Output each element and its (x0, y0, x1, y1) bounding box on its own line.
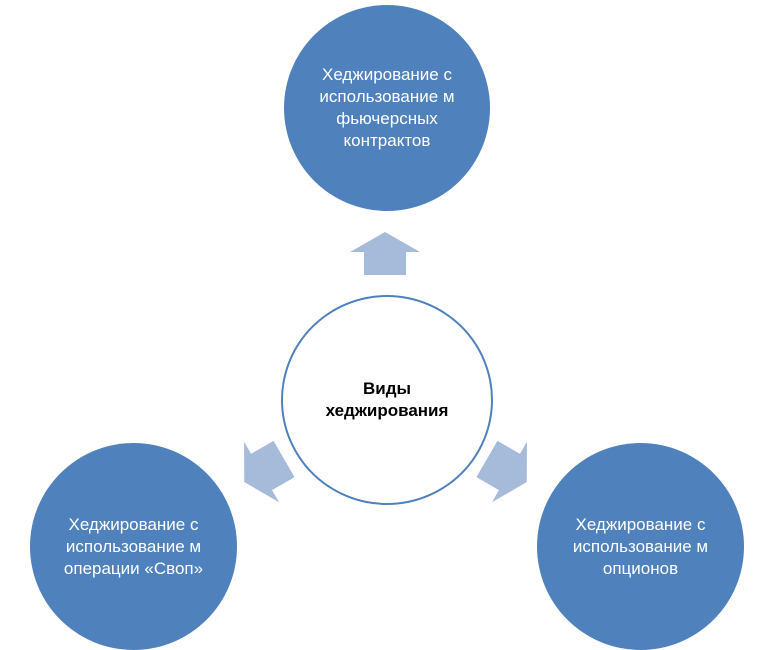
node-options-hedging: Хеджирование с использование м опционов (537, 443, 744, 650)
node-swap-hedging-label: Хеджирование с использование м операции … (63, 514, 204, 578)
center-node-label: Виды хеджирования (325, 379, 449, 420)
node-options-hedging-label: Хеджирование с использование м опционов (572, 514, 709, 578)
arrow-to-bottom-right-node (476, 440, 527, 503)
node-futures-hedging-label: Хеджирование с использование м фьючерсны… (319, 65, 455, 150)
node-futures-hedging: Хеджирование с использование м фьючерсны… (284, 5, 490, 211)
center-node-hedging-types: Виды хеджирования (281, 295, 493, 505)
arrow-to-top-node (350, 232, 420, 275)
arrow-to-bottom-left-node (244, 440, 295, 503)
node-swap-hedging: Хеджирование с использование м операции … (30, 443, 237, 650)
